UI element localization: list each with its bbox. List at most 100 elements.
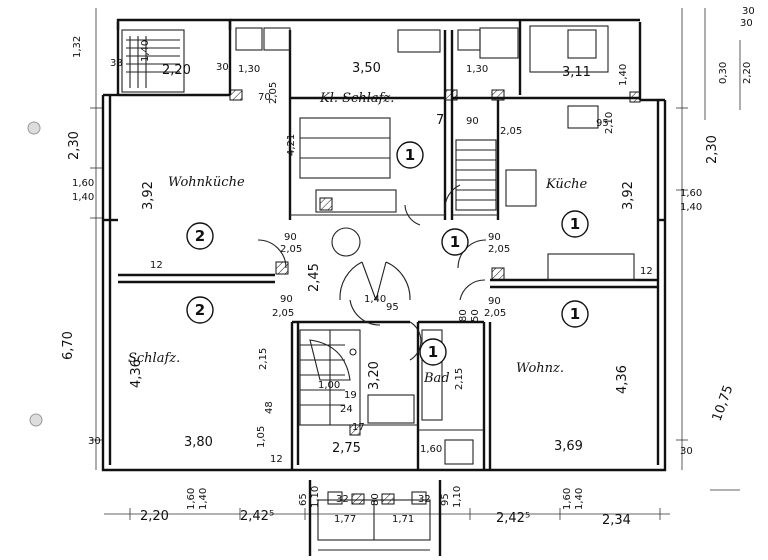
svg-text:4,21: 4,21 [286,134,297,156]
svg-text:2,05: 2,05 [280,244,302,255]
svg-text:7: 7 [436,113,444,128]
svg-text:2,05: 2,05 [268,82,279,104]
door-swings [257,184,487,361]
svg-text:10,75: 10,75 [710,383,737,423]
dimension-labels: 1,32 1,40 2,20 38 30 1,30 3,50 1,30 3,11… [61,6,755,528]
svg-text:2,42⁵: 2,42⁵ [240,509,274,524]
svg-text:3,20: 3,20 [367,361,382,390]
svg-text:80: 80 [370,493,381,506]
binder-holes [27,121,43,427]
svg-text:3,92: 3,92 [141,181,156,210]
svg-text:1,10: 1,10 [310,486,321,508]
unit-marker-kl-schlafz: 1 [396,141,424,169]
svg-text:1,71: 1,71 [392,514,414,525]
svg-text:32: 32 [418,494,431,505]
svg-text:3,80: 3,80 [184,435,213,450]
svg-text:1,00: 1,00 [318,380,340,391]
svg-text:65: 65 [298,493,309,506]
svg-text:90: 90 [466,116,479,127]
svg-text:1,10: 1,10 [452,486,463,508]
svg-text:6,70: 6,70 [61,331,76,360]
svg-text:1: 1 [405,146,415,164]
svg-text:90: 90 [488,232,501,243]
svg-text:3,69: 3,69 [554,439,583,454]
svg-text:1,30: 1,30 [238,64,260,75]
svg-text:1,60: 1,60 [562,488,573,510]
svg-text:32: 32 [336,494,349,505]
unit-marker-bad: 1 [419,338,447,366]
svg-text:95: 95 [386,302,399,313]
svg-text:1,60: 1,60 [72,178,94,189]
svg-text:3,92: 3,92 [621,181,636,210]
svg-text:2,30: 2,30 [67,131,82,160]
svg-text:2,10: 2,10 [604,112,615,134]
unit-marker-hall: 1 [441,228,469,256]
svg-text:38: 38 [110,58,123,69]
svg-text:2,05: 2,05 [500,126,522,137]
svg-text:2,45: 2,45 [307,263,322,292]
svg-text:2: 2 [195,301,205,319]
svg-text:1,77: 1,77 [334,514,356,525]
svg-text:0,30: 0,30 [718,62,729,84]
room-label-bad: Bad [423,371,450,386]
svg-text:1,60: 1,60 [186,488,197,510]
svg-text:30: 30 [680,446,693,457]
svg-text:1,40: 1,40 [72,192,94,203]
svg-text:4,36: 4,36 [615,365,630,394]
svg-text:2,34: 2,34 [602,513,631,528]
svg-text:17: 17 [352,422,365,433]
svg-text:2: 2 [195,227,205,245]
svg-text:3,50: 3,50 [352,61,381,76]
svg-text:90: 90 [280,294,293,305]
svg-text:80: 80 [458,309,469,322]
svg-text:1,40: 1,40 [680,202,702,213]
svg-text:30: 30 [740,18,753,29]
staircase-center [299,329,361,426]
svg-text:48: 48 [264,401,275,414]
room-label-wohnkueche: Wohnküche [168,175,245,190]
svg-text:24: 24 [340,404,353,415]
svg-text:1,60: 1,60 [420,444,442,455]
svg-text:2,05: 2,05 [484,308,506,319]
svg-text:1,05: 1,05 [256,426,267,448]
unit-marker-kueche: 1 [561,210,589,238]
svg-text:70: 70 [258,92,271,103]
svg-text:1: 1 [570,305,580,323]
svg-text:2,15: 2,15 [258,348,269,370]
svg-text:30: 30 [742,6,755,17]
svg-text:1: 1 [428,343,438,361]
svg-text:1,40: 1,40 [618,64,629,86]
svg-text:2,75: 2,75 [332,441,361,456]
svg-text:95: 95 [596,118,609,129]
svg-text:2,05: 2,05 [488,244,510,255]
svg-text:2,05: 2,05 [272,308,294,319]
svg-text:4,36: 4,36 [129,359,144,388]
entrance-porch [308,480,442,556]
svg-text:2,20: 2,20 [162,63,191,78]
svg-text:12: 12 [270,454,283,465]
svg-text:2,30: 2,30 [705,135,720,164]
dimension-lines [90,8,741,520]
svg-text:2,20: 2,20 [140,509,169,524]
svg-text:95: 95 [440,493,451,506]
unit-marker-wohnz: 1 [561,300,589,328]
svg-text:1,32: 1,32 [72,36,83,58]
svg-text:12: 12 [150,260,163,271]
svg-text:2,15: 2,15 [454,368,465,390]
unit-marker-schlafz: 2 [186,296,214,324]
exterior-walls [101,18,667,472]
svg-text:2,20: 2,20 [742,62,753,84]
svg-text:3,11: 3,11 [562,65,591,80]
svg-text:1,30: 1,30 [466,64,488,75]
svg-text:30: 30 [88,436,101,447]
svg-text:90: 90 [488,296,501,307]
room-label-schlafz: Schlafz. [128,351,180,366]
room-label-wohnz: Wohnz. [516,361,564,376]
svg-text:1,40: 1,40 [364,294,386,305]
svg-text:1,60: 1,60 [680,188,702,199]
unit-marker-wohnkueche: 2 [186,222,214,250]
svg-text:12: 12 [640,266,653,277]
room-label-kueche: Küche [545,177,587,192]
svg-text:50: 50 [470,309,481,322]
